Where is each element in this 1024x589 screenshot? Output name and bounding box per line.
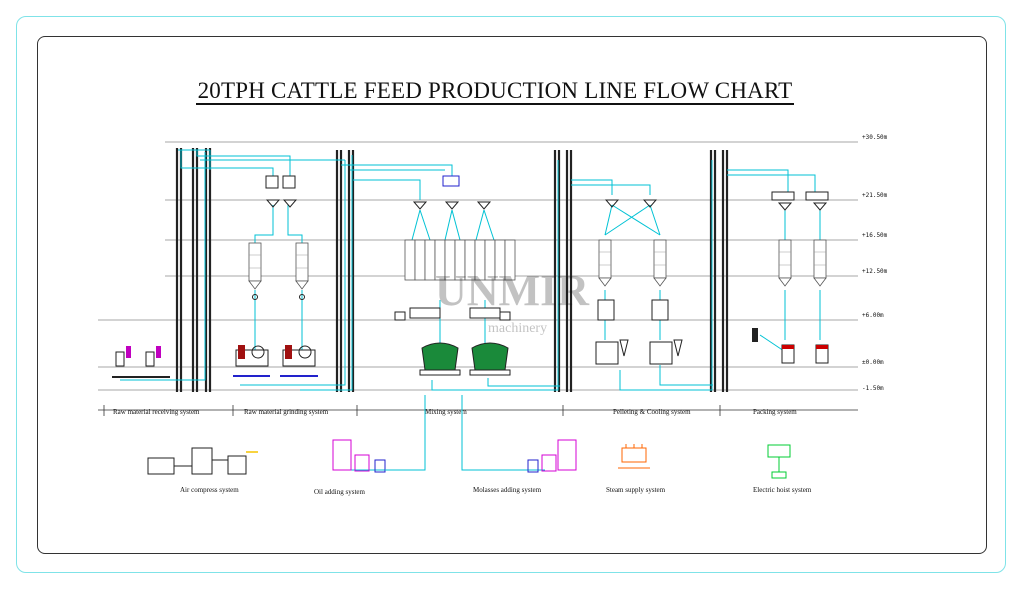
section-label: Raw material grinding system <box>244 408 329 416</box>
aux-label: Electric hoist system <box>753 486 812 494</box>
level-labels: +30.50m +21.50m +16.50m +12.50m +6.00m ±… <box>862 134 888 392</box>
air-compress-system <box>147 447 258 475</box>
level-label: -1.50m <box>862 385 884 392</box>
grinding-equipment <box>233 175 318 377</box>
section-dividers <box>103 405 721 416</box>
watermark-text: UNMIR <box>435 266 590 315</box>
oil-adding-system <box>332 439 420 473</box>
batching-bins <box>394 175 516 376</box>
level-label: +30.50m <box>862 134 888 141</box>
section-labels: Raw material receiving system Raw materi… <box>113 408 797 416</box>
bucket-elevators <box>175 148 729 392</box>
level-label: ±0.00m <box>862 359 884 366</box>
section-label: Mixing system <box>425 408 467 416</box>
molasses-adding-system <box>527 439 577 473</box>
outer-border <box>16 16 1006 573</box>
chart-title: 20TPH CATTLE FEED PRODUCTION LINE FLOW C… <box>195 78 795 105</box>
aux-label: Air compress system <box>180 486 239 494</box>
aux-label: Steam supply system <box>606 486 666 494</box>
level-label: +12.50m <box>862 268 888 275</box>
section-label: Pelleting & Cooling system <box>613 408 691 416</box>
packing-equipment <box>752 191 829 364</box>
aux-label: Molasses adding system <box>473 486 542 494</box>
drawing-border <box>37 36 987 554</box>
electric-hoist-system <box>767 444 791 479</box>
steam-supply-system <box>618 444 650 469</box>
aux-label: Oil adding system <box>314 488 365 496</box>
watermark-subtext: machinery <box>488 321 547 336</box>
section-label: Raw material receiving system <box>113 408 200 416</box>
level-label: +16.50m <box>862 232 888 239</box>
material-flow-lines <box>120 149 821 471</box>
watermark: UNMIR machinery <box>435 266 590 336</box>
section-label: Packing system <box>753 408 797 416</box>
receiving-equipment <box>112 346 170 378</box>
auxiliary-labels: Air compress system Oil adding system Mo… <box>180 486 812 496</box>
pelleting-equipment <box>595 199 683 365</box>
level-label: +6.00m <box>862 312 884 319</box>
level-label: +21.50m <box>862 192 888 199</box>
